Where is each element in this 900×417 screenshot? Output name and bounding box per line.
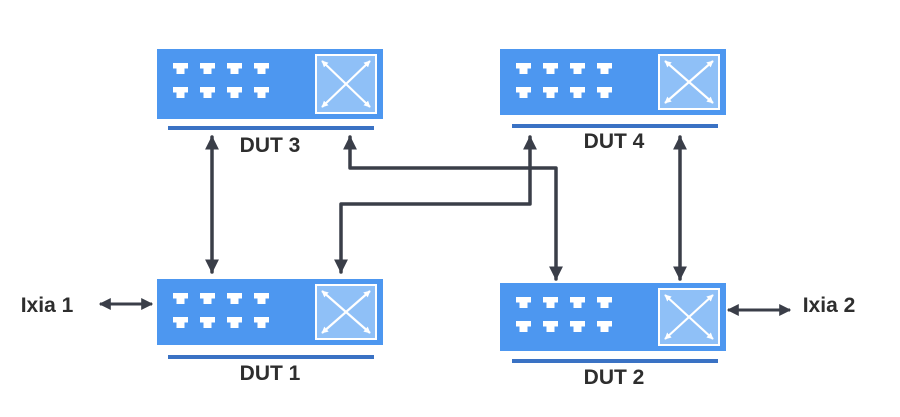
dut4-label: DUT 4 <box>584 130 645 153</box>
ethernet-port-icon <box>227 87 242 98</box>
ethernet-port-icon <box>543 63 558 74</box>
ethernet-port-icon <box>570 87 585 98</box>
ixia1-label: Ixia 1 <box>21 294 74 317</box>
ethernet-port-icon <box>543 321 558 332</box>
ethernet-port-icon <box>597 63 612 74</box>
switch-crossover-icon <box>658 54 720 110</box>
ethernet-port-icon <box>254 87 269 98</box>
ethernet-port-icon <box>570 297 585 308</box>
ethernet-port-icon <box>516 87 531 98</box>
switch-crossover-icon <box>315 54 377 114</box>
dut1-switch-base <box>168 355 374 359</box>
ethernet-port-icon <box>597 87 612 98</box>
ethernet-port-icon <box>543 297 558 308</box>
ethernet-port-icon <box>570 63 585 74</box>
ethernet-port-icon <box>173 293 188 304</box>
ethernet-port-icon <box>227 63 242 74</box>
ethernet-port-icon <box>200 293 215 304</box>
dut1-switch <box>157 279 383 359</box>
dut1-label: DUT 1 <box>240 362 301 385</box>
ethernet-port-icon <box>254 317 269 328</box>
ethernet-port-icon <box>570 321 585 332</box>
ethernet-port-icon <box>516 297 531 308</box>
dut3-label: DUT 3 <box>240 134 301 157</box>
switch-crossover-icon <box>315 284 377 340</box>
dut2-switch-base <box>512 359 718 363</box>
dut4-switch-base <box>512 124 718 128</box>
ethernet-port-icon <box>173 317 188 328</box>
dut2-label: DUT 2 <box>584 366 645 389</box>
ethernet-port-icon <box>516 63 531 74</box>
ethernet-port-icon <box>597 321 612 332</box>
dut4-switch <box>500 49 726 128</box>
ethernet-port-icon <box>200 317 215 328</box>
ethernet-port-icon <box>227 293 242 304</box>
link-dut3-dut2 <box>343 135 563 281</box>
switch-crossover-icon <box>658 288 720 346</box>
ethernet-port-icon <box>516 321 531 332</box>
link-dut4-dut1 <box>334 135 537 274</box>
dut3-switch <box>157 49 383 130</box>
ethernet-port-icon <box>597 297 612 308</box>
ethernet-port-icon <box>227 317 242 328</box>
ethernet-port-icon <box>543 87 558 98</box>
dut3-switch-base <box>168 126 374 130</box>
ethernet-port-icon <box>200 63 215 74</box>
ixia2-label: Ixia 2 <box>803 294 856 317</box>
ethernet-port-icon <box>173 87 188 98</box>
dut2-switch <box>500 283 726 363</box>
ethernet-port-icon <box>254 293 269 304</box>
ethernet-port-icon <box>200 87 215 98</box>
ethernet-port-icon <box>254 63 269 74</box>
ethernet-port-icon <box>173 63 188 74</box>
